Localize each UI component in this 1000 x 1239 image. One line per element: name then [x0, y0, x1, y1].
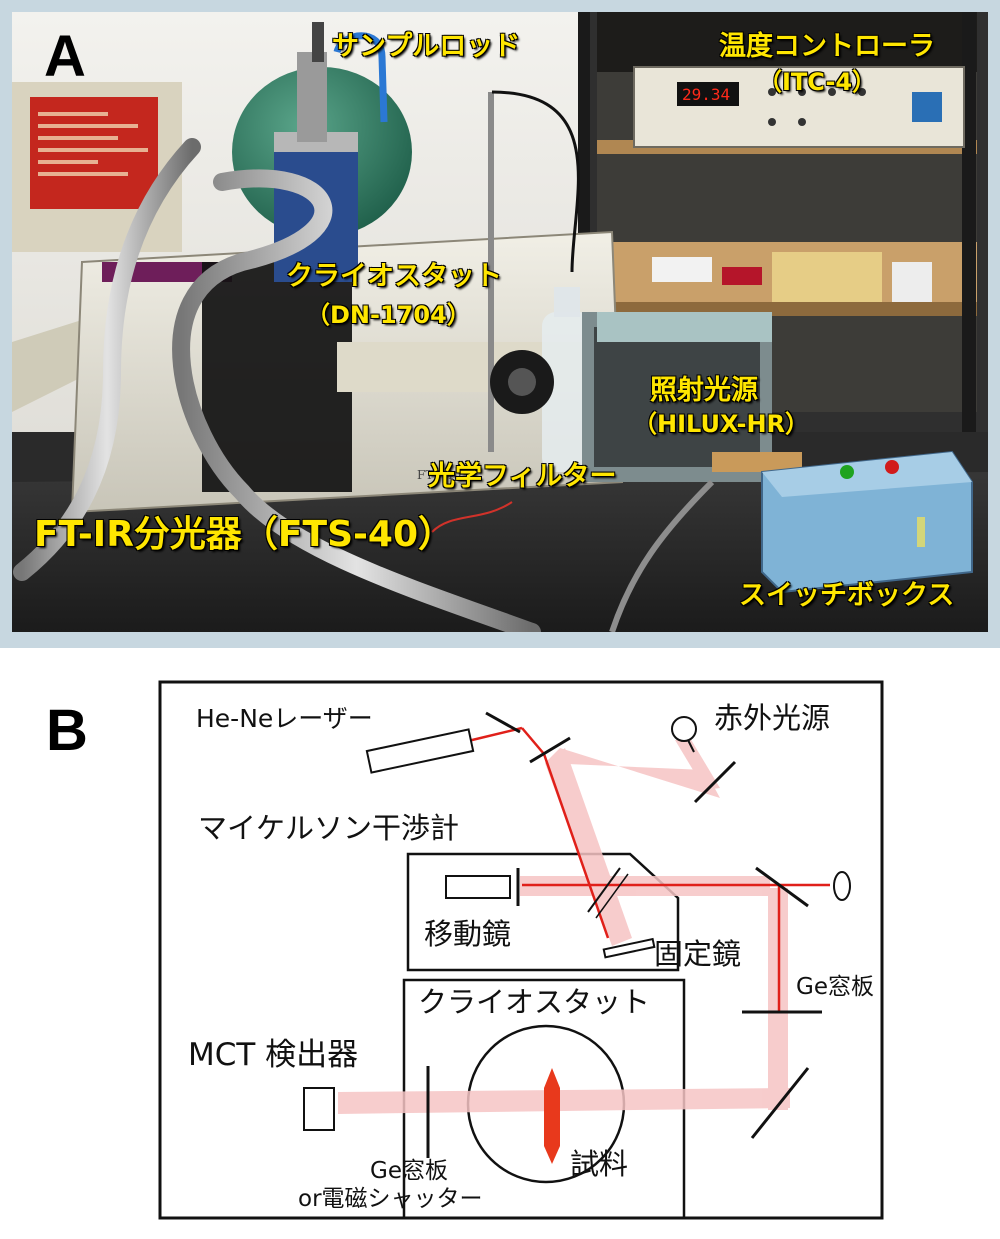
ir-source-lamp: [671, 716, 697, 742]
label-cryostat-diagram: クライオスタット: [418, 985, 651, 1019]
photo-panel: 29.34: [0, 0, 1000, 648]
ir-collimating-mirror: [693, 760, 737, 804]
label-or-shutter: or電磁シャッター: [298, 1186, 483, 1212]
label-cryostat-model: （DN-1704）: [306, 301, 471, 329]
label-temperature-controller: 温度コントローラ: [719, 31, 935, 62]
label-he-ne-laser: He-Neレーザー: [196, 704, 373, 733]
label-michelson-interferometer: マイケルソン干渉計: [198, 811, 460, 845]
label-light-source-model: （HILUX-HR）: [633, 410, 810, 438]
label-ge-window-bottom: Ge窓板: [370, 1158, 448, 1184]
compensator-plate: [595, 873, 629, 919]
top-beam-splitter: [529, 736, 571, 764]
controller-display-reading: 29.34: [682, 85, 730, 104]
laser-fold-mirror: [485, 711, 521, 734]
infrared-beam: [338, 738, 790, 1114]
label-sample-rod: サンプルロッド: [332, 31, 521, 62]
upper-right-fold-mirror: [755, 866, 809, 908]
label-cryostat: クライオスタット: [286, 261, 502, 292]
sample-plate: [544, 1068, 560, 1164]
label-switch-box: スイッチボックス: [739, 580, 955, 611]
optical-path-diagram: [158, 680, 884, 1220]
lab-photograph: 29.34: [12, 12, 988, 632]
panel-b-letter: B: [46, 698, 88, 763]
interferometer-beamsplitter: [587, 867, 621, 913]
mct-detector-box: [303, 1087, 335, 1131]
fixed-mirror: [602, 937, 656, 959]
moving-mirror-body: [445, 875, 511, 899]
label-ftir-spectrometer: FT-IR分光器（FTS-40）: [34, 514, 455, 555]
he-ne-laser-tube: [365, 728, 475, 774]
label-sample: 試料: [570, 1147, 629, 1181]
fts-model-plate: FTS-40: [417, 468, 461, 482]
label-optical-filter: 光学フィルター: [428, 461, 617, 492]
label-ir-source: 赤外光源: [714, 701, 831, 735]
label-temperature-controller-model: （ITC-4）: [758, 68, 877, 96]
label-fixed-mirror: 固定鏡: [654, 937, 742, 971]
ir-source-stem: [687, 739, 695, 753]
michelson-box: [406, 852, 680, 972]
lower-right-fold-mirror: [750, 1067, 810, 1139]
label-ge-window-right: Ge窓板: [796, 974, 874, 1000]
laser-detector: [833, 871, 851, 901]
label-light-source: 照射光源: [650, 375, 758, 406]
label-moving-mirror: 移動鏡: [424, 917, 512, 951]
panel-a-letter: A: [44, 24, 86, 89]
label-mct-detector: MCT 検出器: [188, 1037, 359, 1073]
schematic-panel: B: [0, 648, 1000, 1239]
lab-photo-drawing: 29.34: [12, 12, 988, 632]
